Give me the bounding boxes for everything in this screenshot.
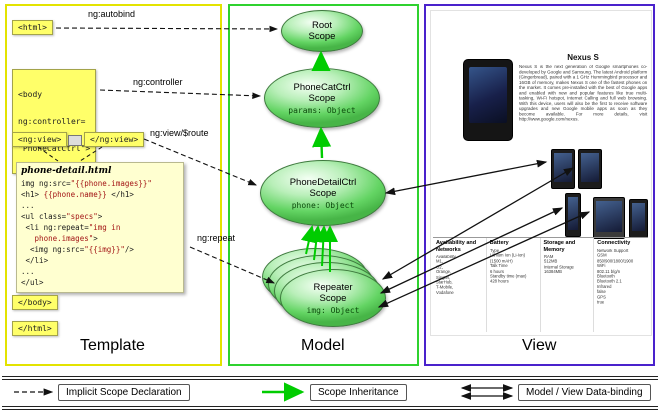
spec-body: Availability M1, O2, Orange, Singtel, St… bbox=[436, 255, 456, 296]
body-open-tag: <body ng:controller= "PhoneCatCtrl"> bbox=[12, 69, 97, 174]
code-seg: /> bbox=[124, 245, 134, 254]
code-seg: <img ng:src= bbox=[21, 245, 85, 254]
phone-thumbnail bbox=[629, 199, 648, 238]
ngview-close-tag: </ng:view> bbox=[84, 132, 145, 147]
legend-scope-inheritance: Scope Inheritance bbox=[310, 384, 407, 401]
scope-name: Repeater Scope bbox=[313, 281, 353, 304]
view-placeholder-icon bbox=[68, 135, 82, 146]
code-seg: img ng:src= bbox=[21, 179, 71, 188]
code-seg: "img in bbox=[88, 223, 121, 232]
code-seg: "{{phone.images}}" bbox=[70, 179, 152, 188]
thumbnail-screen bbox=[596, 201, 622, 232]
body-close-tag: </body> bbox=[12, 295, 58, 310]
phone-detail-template-note: phone-detail.html img ng:src="{{phone.im… bbox=[16, 162, 184, 293]
phonedetailctrl-scope-ellipse: PhoneDetailCtrl Scope phone: Object bbox=[260, 160, 386, 226]
code-line: <h1> {{phone.name}} </h1> bbox=[21, 189, 179, 200]
phone-screen bbox=[469, 67, 507, 123]
view-phone-title: Nexus S bbox=[567, 53, 599, 62]
code-seg: > bbox=[93, 234, 98, 243]
spec-column: Availability and Networks Availability M… bbox=[433, 238, 486, 332]
scope-property: phone: Object bbox=[291, 200, 355, 210]
spec-table: Availability and Networks Availability M… bbox=[433, 237, 647, 332]
code-seg: "specs" bbox=[66, 212, 98, 221]
code-seg: </ul> bbox=[21, 278, 44, 287]
root-scope-ellipse: Root Scope bbox=[281, 10, 363, 52]
ng-view-route-label: ng:view/$route bbox=[150, 128, 209, 138]
spec-body: RAM 512MB Internal Storage 16384MB bbox=[543, 255, 574, 275]
code-seg: {{phone.name}} bbox=[43, 190, 107, 199]
phone-thumbnail bbox=[593, 197, 625, 239]
ngview-open-tag: <ng:view> bbox=[12, 132, 68, 147]
view-phone-description: Nexus S is the next generation of Google… bbox=[519, 65, 648, 122]
phone-image bbox=[463, 59, 513, 141]
spec-column: Connectivity Network Support GSM 850/900… bbox=[593, 238, 647, 332]
code-seg: ... bbox=[21, 201, 35, 210]
html-open-tag: <html> bbox=[12, 20, 53, 35]
thumbnail-screen bbox=[632, 203, 645, 231]
spec-header: Availability and Networks bbox=[436, 240, 477, 253]
phone-thumbnail bbox=[578, 149, 602, 189]
spec-header: Battery bbox=[489, 240, 509, 246]
spec-body: Network Support GSM 850/900/1800/1900 Wi… bbox=[597, 248, 634, 305]
html-close-tag: </html> bbox=[12, 321, 58, 336]
spec-header: Connectivity bbox=[597, 240, 631, 246]
phone-thumbnail bbox=[565, 193, 581, 237]
legend-implicit-scope-declaration: Implicit Scope Declaration bbox=[58, 384, 190, 401]
code-line: </li> bbox=[21, 255, 179, 266]
body-open-line: ng:controller= bbox=[18, 117, 86, 126]
code-seg: ... bbox=[21, 267, 35, 276]
code-title: phone-detail.html bbox=[21, 166, 112, 176]
legend-bottom-rule bbox=[2, 406, 658, 410]
spec-body: Type Lithium Ion (Li-Ion) (1500 mAH) Tal… bbox=[489, 248, 527, 284]
scope-name: PhoneDetailCtrl Scope bbox=[289, 176, 357, 199]
repeater-scope-ellipse: Repeater Scope img: Object bbox=[280, 269, 386, 327]
legend-model-view-data-binding: Model / View Data-binding bbox=[518, 384, 651, 401]
view-page: Nexus S Nexus S is the next generation o… bbox=[430, 10, 652, 336]
view-column-label: View bbox=[522, 337, 557, 354]
body-open-line: <body bbox=[18, 90, 43, 99]
code-seg: phone.images" bbox=[21, 234, 94, 243]
thumbnail-screen bbox=[568, 197, 578, 230]
spec-column: Storage and Memory RAM 512MB Internal St… bbox=[539, 238, 594, 332]
spec-header: Storage and Memory bbox=[543, 240, 576, 253]
scope-property: img: Object bbox=[306, 305, 360, 315]
ng-autobind-label: ng:autobind bbox=[88, 9, 136, 19]
scope-property: params: Object bbox=[288, 105, 356, 115]
code-seg: <li ng:repeat= bbox=[21, 223, 89, 232]
code-line: ... bbox=[21, 266, 179, 277]
phonecatctrl-scope-ellipse: PhoneCatCtrl Scope params: Object bbox=[264, 68, 380, 128]
code-seg: </h1> bbox=[106, 190, 134, 199]
phone-thumbnail bbox=[551, 149, 575, 189]
scope-name: PhoneCatCtrl Scope bbox=[293, 81, 351, 104]
code-seg: > bbox=[97, 212, 103, 221]
code-line: <li ng:repeat="img in bbox=[21, 222, 179, 233]
code-line: <img ng:src="{{img}}"/> bbox=[21, 244, 179, 255]
code-line: phone.images"> bbox=[21, 233, 179, 244]
code-line: <ul class="specs"> bbox=[21, 211, 179, 222]
code-seg: <ul class= bbox=[21, 212, 67, 221]
code-seg: </li> bbox=[21, 256, 49, 265]
code-line: ... bbox=[21, 200, 179, 211]
code-line: img ng:src="{{phone.images}}" bbox=[21, 178, 179, 189]
ng-controller-label: ng:controller bbox=[133, 77, 183, 87]
thumbnail-screen bbox=[581, 153, 599, 182]
ng-repeat-label: ng:repeat bbox=[197, 233, 236, 243]
legend-top-rule bbox=[2, 376, 658, 380]
spec-column: Battery Type Lithium Ion (Li-Ion) (1500 … bbox=[485, 238, 540, 332]
code-seg: "{{img}}" bbox=[84, 245, 125, 254]
template-column-label: Template bbox=[80, 337, 145, 354]
thumbnail-screen bbox=[554, 153, 572, 182]
code-seg: <h1> bbox=[21, 190, 44, 199]
scope-name: Root Scope bbox=[308, 20, 336, 42]
model-column-label: Model bbox=[301, 337, 345, 354]
code-line: </ul> bbox=[21, 277, 179, 288]
